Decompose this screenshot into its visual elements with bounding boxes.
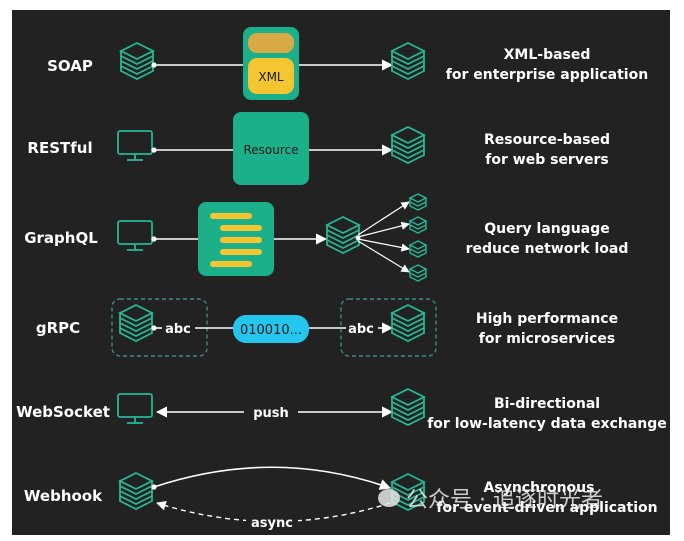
description-line-2: for web servers bbox=[485, 152, 608, 168]
server-stack-icon bbox=[326, 216, 360, 254]
fanout-dot bbox=[355, 235, 361, 241]
description-line-2: for event-driven application bbox=[436, 500, 657, 516]
soap-body-block bbox=[248, 58, 294, 94]
client-container-box bbox=[111, 298, 208, 357]
monitor-icon bbox=[117, 130, 153, 161]
query-line bbox=[220, 225, 262, 231]
description-line-2: for low-latency data exchange bbox=[427, 416, 667, 432]
watermark-text: 公众号 · 追逐时光者 bbox=[406, 488, 603, 513]
description-line-2: for enterprise application bbox=[446, 67, 648, 83]
protocol-label-webhook: Webhook bbox=[24, 487, 103, 505]
webhook-row: Webhook async Asynchronous for event-dri… bbox=[24, 466, 658, 531]
server-container-box bbox=[340, 298, 437, 357]
wechat-icon bbox=[378, 489, 400, 507]
watermark: 公众号 · 追逐时光者 bbox=[378, 482, 603, 514]
description-line-1: Asynchronous bbox=[484, 480, 595, 496]
protocol-label-websocket: WebSocket bbox=[16, 403, 110, 421]
server-stack-icon bbox=[409, 264, 427, 282]
query-line bbox=[210, 213, 252, 219]
arrow-origin-dot bbox=[151, 236, 157, 242]
binary-payload-label: 010010... bbox=[240, 323, 302, 338]
description-line-1: Resource-based bbox=[484, 132, 610, 148]
protocol-label-restful: RESTful bbox=[27, 139, 92, 157]
fanout-arrow bbox=[357, 201, 410, 236]
server-stack-icon bbox=[409, 240, 427, 258]
protocol-label-graphql: GraphQL bbox=[24, 229, 98, 247]
server-stack-icon bbox=[391, 388, 425, 426]
grpc-row: gRPC abc 010010... abc High performance … bbox=[36, 298, 618, 357]
resource-label: Resource bbox=[243, 143, 298, 157]
websocket-row: WebSocket push Bi-directional for low-la… bbox=[16, 388, 667, 432]
grpc-right-tag: abc bbox=[348, 322, 374, 337]
server-stack-icon bbox=[391, 126, 425, 164]
query-line bbox=[220, 249, 262, 255]
soap-xml-label: XML bbox=[258, 70, 284, 84]
description-line-1: High performance bbox=[476, 311, 618, 327]
async-label-bg bbox=[246, 513, 298, 531]
api-architecture-diagram: SOAP XML XML-based for enterprise applic… bbox=[12, 10, 670, 535]
arrow-origin-dot bbox=[151, 147, 157, 153]
description-line-2: reduce network load bbox=[466, 241, 629, 257]
grpc-left-tag: abc bbox=[165, 322, 191, 337]
async-label: async bbox=[251, 516, 293, 531]
arrow-origin-dot bbox=[151, 62, 157, 68]
graphql-row: GraphQL Query language reduce network lo… bbox=[24, 193, 629, 282]
description-line-1: Bi-directional bbox=[494, 396, 600, 412]
resource-box bbox=[233, 112, 309, 185]
protocol-label-soap: SOAP bbox=[47, 57, 93, 75]
server-stack-icon bbox=[409, 193, 427, 211]
arrow-origin-dot bbox=[151, 484, 157, 490]
webhook-request-arrow bbox=[153, 466, 392, 490]
fanout-arrow bbox=[357, 240, 410, 273]
description-line-1: Query language bbox=[484, 221, 609, 237]
query-line bbox=[220, 237, 262, 243]
protocol-label-grpc: gRPC bbox=[36, 319, 80, 337]
restful-row: RESTful Resource Resource-based for web … bbox=[27, 112, 610, 185]
server-stack-icon bbox=[119, 472, 153, 510]
query-line bbox=[210, 261, 252, 267]
server-stack-icon bbox=[120, 42, 154, 80]
soap-header-block bbox=[248, 33, 294, 53]
monitor-icon bbox=[117, 393, 153, 424]
server-stack-icon bbox=[391, 304, 425, 342]
description-line-1: XML-based bbox=[504, 47, 591, 63]
server-stack-icon bbox=[119, 304, 153, 342]
soap-row: SOAP XML XML-based for enterprise applic… bbox=[47, 27, 648, 100]
binary-payload-pill bbox=[233, 315, 309, 343]
fanout-arrow bbox=[357, 221, 410, 238]
server-stack-icon bbox=[409, 216, 427, 234]
push-label: push bbox=[253, 406, 289, 421]
server-stack-icon bbox=[391, 42, 425, 80]
description-line-2: for microservices bbox=[479, 331, 615, 347]
fanout-arrow bbox=[357, 238, 410, 252]
monitor-icon bbox=[117, 220, 153, 251]
